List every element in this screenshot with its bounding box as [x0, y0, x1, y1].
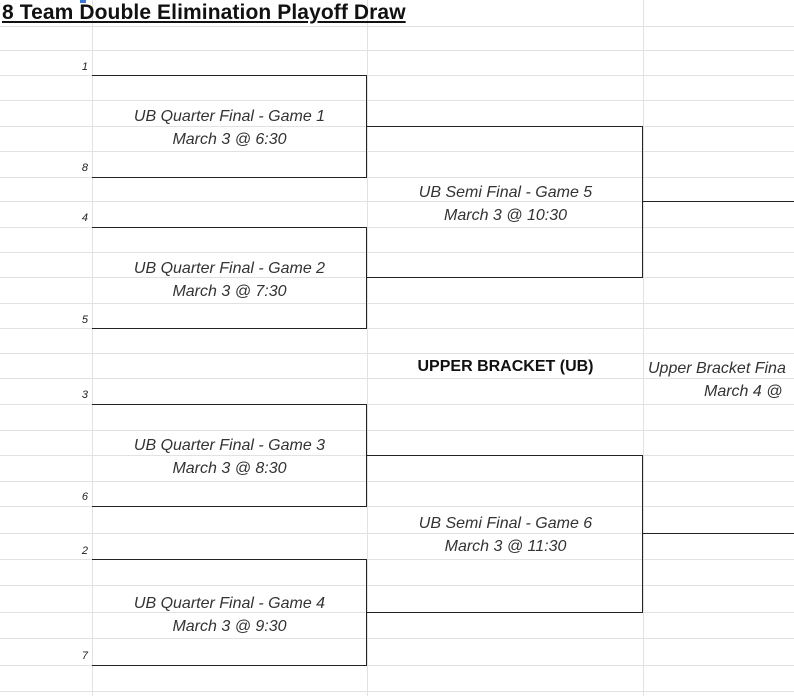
game-time: March 3 @ 11:30 — [444, 538, 567, 555]
seed-label: 3 — [81, 389, 88, 401]
game-title: UB Quarter Final - Game 4 — [133, 595, 326, 612]
grid-column-line — [643, 0, 644, 696]
game-label-6: UB Semi Final - Game 6 March 3 @ 11:30 — [368, 512, 643, 558]
title-accent — [80, 0, 86, 3]
game-title: UB Semi Final - Game 6 — [418, 515, 593, 532]
grid-row-line — [0, 227, 794, 228]
game-time: March 3 @ 7:30 — [172, 283, 287, 300]
grid-row-line — [0, 303, 794, 304]
grid-row-line — [0, 559, 794, 560]
bracket-line — [366, 227, 367, 329]
game-label-3: UB Quarter Final - Game 3 March 3 @ 8:30 — [92, 434, 367, 480]
grid-row-line — [0, 378, 794, 379]
game-time: March 3 @ 6:30 — [172, 131, 287, 148]
grid-column-line — [92, 0, 93, 696]
game-time: March 3 @ 9:30 — [172, 618, 287, 635]
bracket-line — [366, 75, 367, 178]
game-title: UB Quarter Final - Game 2 — [133, 260, 326, 277]
game-label-final: Upper Bracket Fina March 4 @ — [648, 357, 786, 403]
grid-row-line — [0, 481, 794, 482]
bracket-line — [643, 201, 794, 202]
grid-row-line — [0, 430, 794, 431]
game-title: Upper Bracket Fina — [648, 360, 786, 377]
grid-row-line — [0, 506, 794, 507]
bracket-line — [366, 559, 367, 666]
grid-row-line — [0, 585, 794, 586]
grid-row-line — [0, 26, 794, 27]
bracket-line — [367, 277, 643, 278]
bracket-line — [92, 177, 367, 178]
grid-row-line — [0, 201, 794, 202]
game-title: UB Quarter Final - Game 3 — [133, 437, 326, 454]
grid-row-line — [0, 638, 794, 639]
grid-row-line — [0, 100, 794, 101]
seed-label: 7 — [81, 650, 88, 662]
grid-row-line — [0, 404, 794, 405]
bracket-line — [92, 559, 367, 560]
bracket-line — [92, 404, 367, 405]
game-title: UB Quarter Final - Game 1 — [133, 108, 326, 125]
bracket-line — [367, 126, 643, 127]
grid-row-line — [0, 177, 794, 178]
bracket-line — [92, 328, 367, 329]
game-label-1: UB Quarter Final - Game 1 March 3 @ 6:30 — [92, 105, 367, 151]
section-label: UPPER BRACKET (UB) — [417, 358, 594, 375]
game-label-5: UB Semi Final - Game 5 March 3 @ 10:30 — [368, 181, 643, 227]
bracket-line — [92, 506, 367, 507]
grid-row-line — [0, 252, 794, 253]
grid-row-line — [0, 533, 794, 534]
game-time: March 3 @ 8:30 — [172, 460, 287, 477]
seed-label: 5 — [81, 314, 88, 326]
grid-row-line — [0, 691, 794, 692]
grid-row-line — [0, 328, 794, 329]
bracket-line — [92, 665, 367, 666]
seed-label: 8 — [81, 162, 88, 174]
grid-row-line — [0, 151, 794, 152]
seed-label: 2 — [81, 545, 88, 557]
grid-row-line — [0, 50, 794, 51]
bracket-line — [642, 126, 643, 278]
game-label-4: UB Quarter Final - Game 4 March 3 @ 9:30 — [92, 592, 367, 638]
seed-label: 4 — [81, 212, 88, 224]
seed-label: 6 — [81, 491, 88, 503]
grid-column-line — [367, 0, 368, 696]
seed-label: 1 — [81, 61, 88, 73]
game-title: UB Semi Final - Game 5 — [418, 184, 593, 201]
game-label-2: UB Quarter Final - Game 2 March 3 @ 7:30 — [92, 257, 367, 303]
bracket-line — [92, 227, 367, 228]
bracket-line — [643, 533, 794, 534]
grid-row-line — [0, 75, 794, 76]
bracket-line — [366, 404, 367, 507]
bracket-line — [367, 455, 643, 456]
bracket-line — [92, 75, 367, 76]
game-time: March 4 @ — [704, 383, 783, 400]
final-game-clip: Upper Bracket Fina March 4 @ — [644, 355, 794, 407]
page-title: 8 Team Double Elimination Playoff Draw — [2, 1, 406, 24]
game-time: March 3 @ 10:30 — [444, 207, 567, 224]
bracket-line — [642, 455, 643, 613]
grid-row-line — [0, 353, 794, 354]
grid-row-line — [0, 665, 794, 666]
bracket-line — [367, 612, 643, 613]
